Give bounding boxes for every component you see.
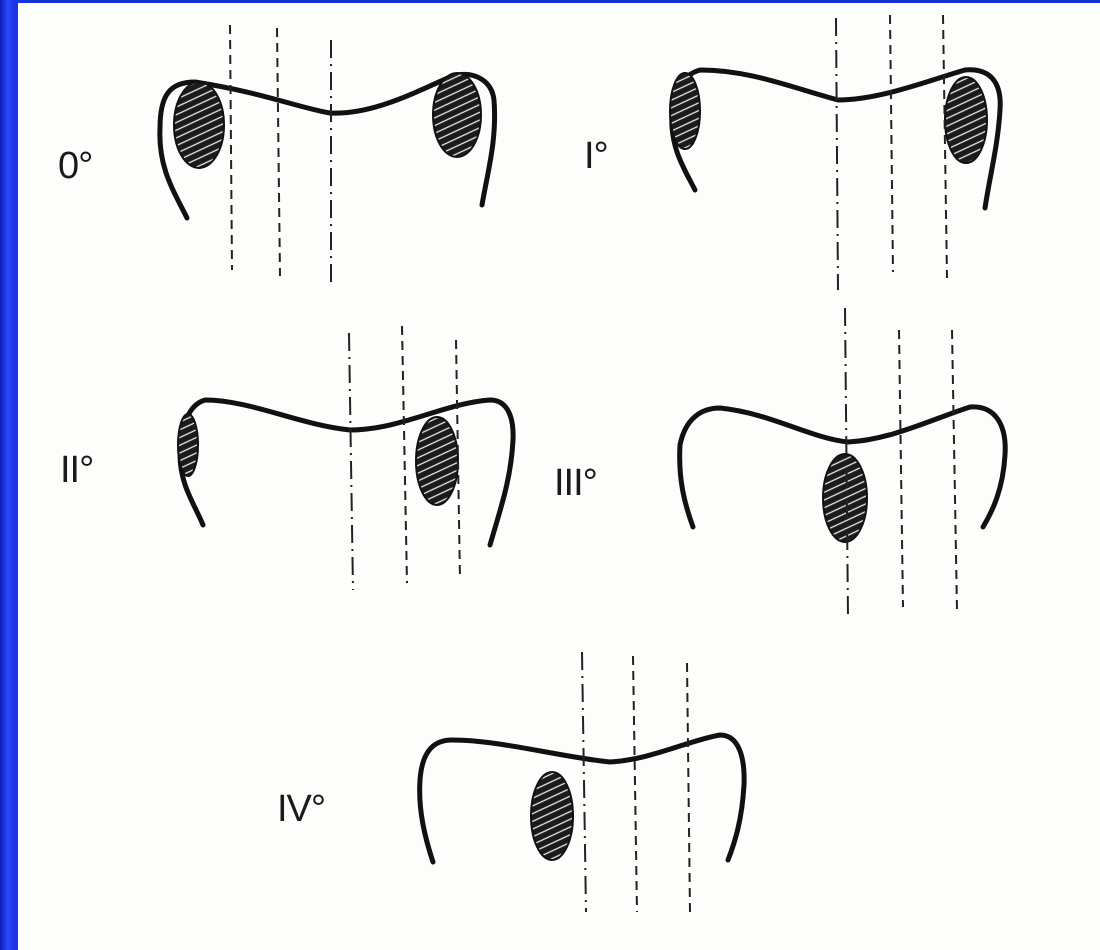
dashed-reference-line-icon — [687, 663, 690, 912]
vertebra-grade-0 — [160, 25, 495, 284]
right-pedicle-icon — [945, 77, 987, 163]
midline-reference — [836, 18, 838, 290]
figure-panel: 0° I° II° III° IV° — [18, 3, 1100, 950]
vertebra-grade-4 — [420, 652, 744, 912]
left-pedicle-icon — [178, 414, 198, 476]
grade-label-iii: III° — [554, 464, 597, 502]
center-pedicle-icon — [823, 454, 867, 542]
right-pedicle-icon — [433, 73, 481, 157]
dashed-reference-line-icon — [402, 326, 407, 583]
midline-reference — [582, 652, 586, 912]
dashed-reference-line-icon — [952, 330, 957, 610]
dashed-reference-line-icon — [277, 28, 280, 276]
left-pedicle-icon — [174, 82, 224, 168]
dashed-reference-line-icon — [890, 15, 893, 272]
vertebra-outline-icon — [420, 735, 744, 862]
grade-label-i: I° — [584, 137, 608, 175]
right-pedicle-icon — [416, 417, 458, 505]
vertebra-grade-2 — [178, 326, 513, 590]
dashed-reference-line-icon — [633, 656, 637, 912]
dashed-reference-line-icon — [943, 15, 947, 278]
center-pedicle-icon — [531, 772, 573, 860]
dashed-reference-line-icon — [899, 330, 903, 607]
grade-label-iv: IV° — [277, 790, 325, 828]
vertebra-outline-icon — [180, 400, 513, 545]
grade-label-ii: II° — [60, 451, 93, 489]
vertebra-grade-1 — [670, 15, 1000, 290]
left-pedicle-icon — [670, 73, 700, 149]
midline-reference — [349, 333, 353, 590]
dashed-reference-line-icon — [230, 25, 232, 270]
vertebra-grade-3 — [680, 308, 1006, 617]
grade-label-0: 0° — [58, 147, 92, 185]
